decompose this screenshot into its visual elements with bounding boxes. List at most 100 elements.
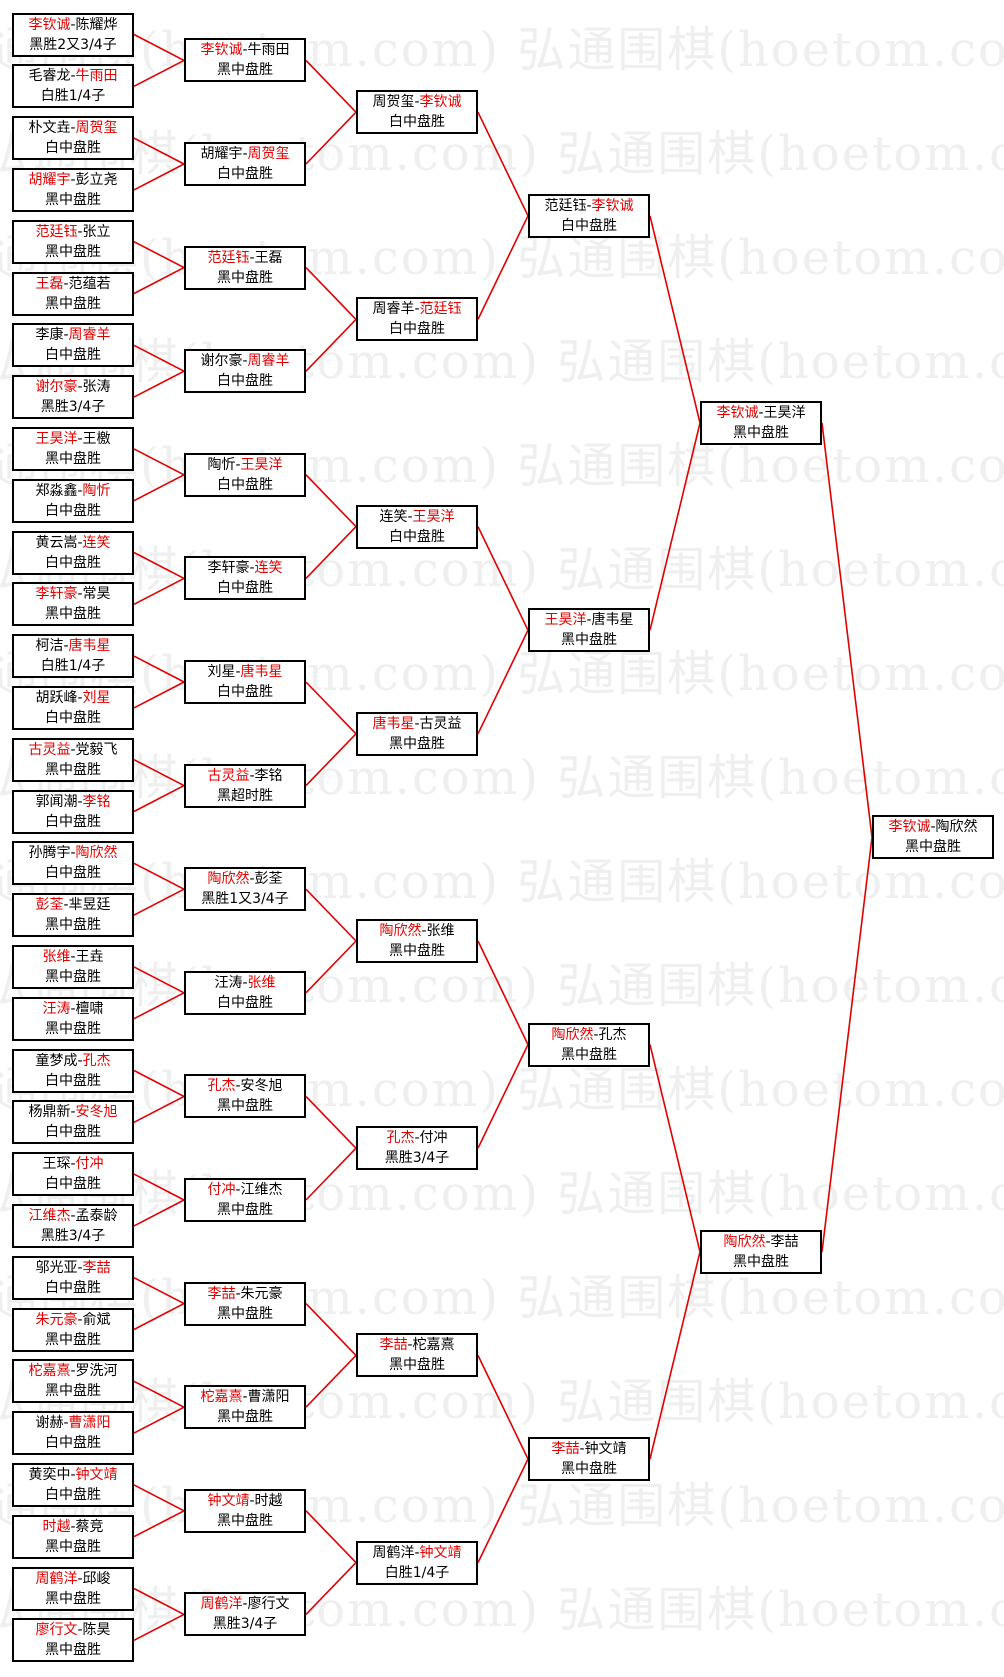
match-box: 陶欣然-张维黑中盘胜 [356, 919, 478, 963]
player-white: 陈昊 [82, 1622, 111, 1638]
match-result: 白胜1/4子 [40, 658, 106, 674]
vs-dash: - [63, 897, 69, 913]
match-players: 柁嘉熹-曹潇阳 [186, 1387, 304, 1407]
player-black: 王昊洋 [35, 431, 78, 447]
match-players: 柯洁-唐韦星 [14, 636, 132, 656]
match-box: 李康-周睿羊白中盘胜 [12, 323, 134, 367]
match-result: 黑中盘胜 [217, 62, 273, 78]
player-black: 郑淼鑫 [35, 483, 78, 499]
bracket-connector [133, 1380, 185, 1408]
match-box: 周鹤洋-邱峻黑中盘胜 [12, 1567, 134, 1611]
match-box: 李轩豪-常昊黑中盘胜 [12, 582, 134, 626]
match-players: 孔杰-付冲 [358, 1128, 476, 1148]
player-black: 柁嘉熹 [28, 1363, 71, 1379]
player-white: 罗洗河 [75, 1363, 118, 1379]
match-result: 黑中盘胜 [45, 1591, 101, 1607]
vs-dash: - [70, 172, 76, 188]
player-black: 李钦诚 [200, 42, 243, 58]
player-black: 陶欣然 [551, 1027, 594, 1043]
match-players: 李康-周睿羊 [14, 325, 132, 345]
match-box: 王琛-付冲白中盘胜 [12, 1152, 134, 1196]
match-players: 彭荃-芈昱廷 [14, 895, 132, 915]
player-white: 周睿羊 [247, 353, 290, 369]
match-players: 孔杰-安冬旭 [186, 1076, 304, 1096]
vs-dash: - [63, 638, 69, 654]
match-box: 范廷钰-王磊黑中盘胜 [184, 246, 306, 290]
bracket-connector [133, 784, 185, 813]
match-result: 白中盘胜 [389, 321, 445, 337]
match-box: 孙腾宇-陶欣然白中盘胜 [12, 841, 134, 885]
match-box: 古灵益-李铭黑超时胜 [184, 764, 306, 808]
vs-dash: - [70, 1001, 76, 1017]
match-box: 黄奕中-钟文靖白中盘胜 [12, 1463, 134, 1507]
match-players: 唐韦星-古灵益 [358, 714, 476, 734]
bracket-connector [305, 1095, 357, 1149]
player-black: 王琛 [42, 1156, 71, 1172]
match-result: 黑中盘胜 [45, 606, 101, 622]
match-result: 黑中盘胜 [217, 1513, 273, 1529]
player-black: 时越 [42, 1519, 71, 1535]
match-box: 孔杰-付冲黑胜3/4子 [356, 1126, 478, 1170]
vs-dash: - [407, 1337, 413, 1353]
vs-dash: - [414, 301, 420, 317]
match-players: 王磊-范蕴若 [14, 274, 132, 294]
bracket-connector [133, 59, 185, 88]
vs-dash: - [249, 768, 255, 784]
match-result: 白胜1/4子 [384, 1565, 450, 1581]
match-players: 李喆-柁嘉熹 [358, 1335, 476, 1355]
bracket-connector [133, 448, 185, 476]
match-result: 黑中盘胜 [45, 451, 101, 467]
player-white: 范蕴若 [68, 276, 111, 292]
match-result: 黑中盘胜 [561, 632, 617, 648]
player-black: 谢尔豪 [35, 379, 78, 395]
player-white: 江维杰 [240, 1182, 283, 1198]
match-players: 郭闻潮-李铭 [14, 792, 132, 812]
match-players: 朴文垚-周贺玺 [14, 118, 132, 138]
match-players: 胡耀宇-周贺玺 [186, 144, 304, 164]
match-result: 黑中盘胜 [389, 736, 445, 752]
match-box: 谢尔豪-周睿羊白中盘胜 [184, 349, 306, 393]
player-white: 付冲 [419, 1130, 448, 1146]
player-black: 谢尔豪 [200, 353, 243, 369]
bracket-connector [477, 1044, 529, 1149]
bracket-connector [133, 758, 185, 787]
match-box: 黄云嵩-连笑白中盘胜 [12, 531, 134, 575]
bracket-connector [305, 888, 357, 942]
player-white: 俞斌 [82, 1312, 111, 1328]
match-box: 张维-王垚黑中盘胜 [12, 945, 134, 989]
match-box: 童梦成-孔杰白中盘胜 [12, 1049, 134, 1093]
match-result: 黑胜1又3/4子 [201, 891, 289, 907]
player-black: 陶欣然 [723, 1234, 766, 1250]
match-box: 李钦诚-陶欣然黑中盘胜 [872, 815, 994, 859]
match-box: 周鹤洋-钟文靖白胜1/4子 [356, 1541, 478, 1585]
player-white: 钟文靖 [75, 1467, 118, 1483]
match-result: 黑中盘胜 [217, 1098, 273, 1114]
bracket-connector [133, 1613, 185, 1642]
player-black: 廖行文 [35, 1622, 78, 1638]
player-black: 周鹤洋 [200, 1596, 243, 1612]
match-players: 汪涛-檀啸 [14, 999, 132, 1019]
match-players: 周鹤洋-钟文靖 [358, 1543, 476, 1563]
player-white: 刘星 [82, 690, 111, 706]
vs-dash: - [242, 42, 248, 58]
match-players: 周贺玺-李钦诚 [358, 92, 476, 112]
player-black: 周鹤洋 [35, 1571, 78, 1587]
match-players: 范廷钰-王磊 [186, 248, 304, 268]
player-black: 孔杰 [386, 1130, 415, 1146]
match-box: 王昊洋-王檄黑中盘胜 [12, 427, 134, 471]
match-players: 江维杰-孟泰龄 [14, 1206, 132, 1226]
player-white: 陶欣然 [935, 819, 978, 835]
match-players: 时越-蔡竞 [14, 1517, 132, 1537]
player-black: 谢赫 [35, 1415, 64, 1431]
match-result: 黑胜3/4子 [40, 399, 106, 415]
player-black: 黄云嵩 [35, 535, 78, 551]
bracket-connector [133, 1406, 185, 1434]
vs-dash: - [77, 535, 83, 551]
match-result: 白中盘胜 [45, 710, 101, 726]
match-players: 李钦诚-牛雨田 [186, 40, 304, 60]
vs-dash: - [414, 1130, 420, 1146]
vs-dash: - [70, 1363, 76, 1379]
vs-dash: - [414, 716, 420, 732]
player-white: 周贺玺 [75, 120, 118, 136]
match-players: 周鹤洋-廖行文 [186, 1594, 304, 1614]
